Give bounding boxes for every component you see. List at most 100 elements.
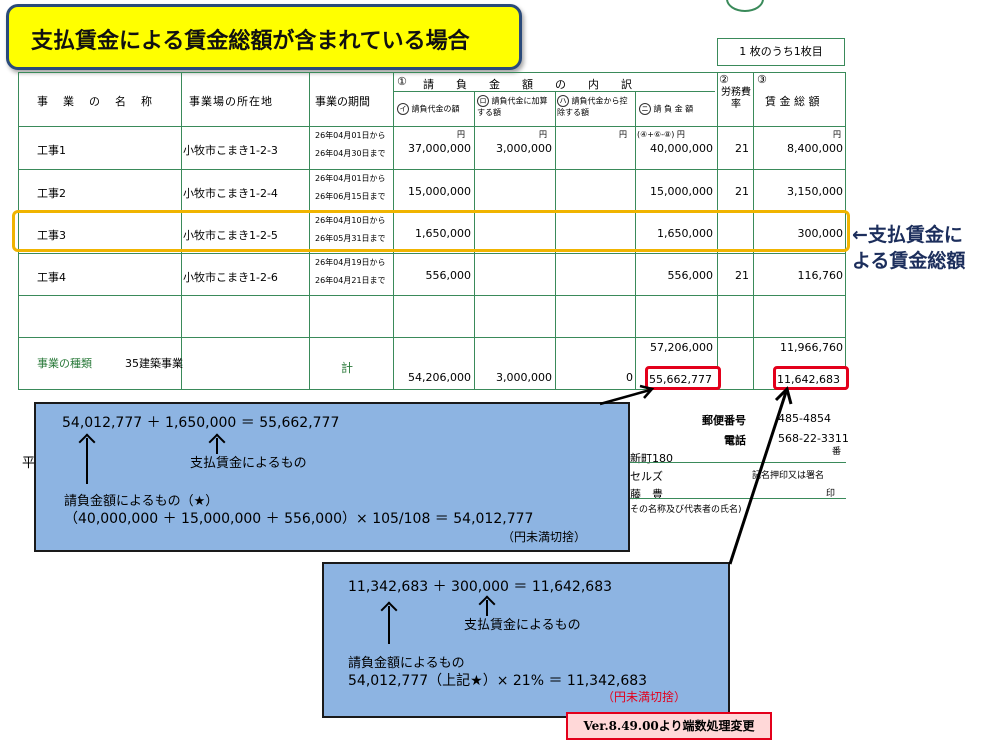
row-added: 3,000,000 bbox=[496, 142, 552, 155]
yen-mark: 円 bbox=[539, 130, 547, 139]
arrow-up-icon bbox=[216, 438, 218, 454]
callout2-rounding: （円未満切捨） bbox=[602, 690, 687, 704]
hei-fragment: 平 bbox=[22, 456, 36, 471]
side-annotation: ←支払賃金に よる賃金総額 bbox=[852, 222, 965, 274]
header-sub-ro: ロ 請負代金に加算する額 bbox=[477, 95, 548, 117]
representative-note: その名称及び代表者の氏名) bbox=[630, 505, 742, 515]
row-contract: 37,000,000 bbox=[408, 142, 471, 155]
connector-line bbox=[728, 391, 788, 565]
callout1-rounding: （円未満切捨） bbox=[502, 530, 587, 544]
seal-note: 記名押印又は署名 bbox=[752, 471, 825, 481]
callout1-contract-note: 請負金額によるもの（★） bbox=[64, 494, 219, 509]
row-amount: 1,650,000 bbox=[657, 227, 713, 240]
row-name: 工事1 bbox=[37, 144, 66, 157]
row-wages: 8,400,000 bbox=[787, 142, 843, 155]
row-amount: 40,000,000 bbox=[650, 142, 713, 155]
side-annotation-line2: よる賃金総額 bbox=[852, 250, 966, 272]
header-breakdown-number: ① bbox=[397, 75, 407, 88]
postal-label: 郵便番号 bbox=[702, 414, 746, 427]
grid-line bbox=[393, 73, 394, 389]
grid-line bbox=[19, 169, 845, 170]
header-sub-i: イ 請負代金の額 bbox=[397, 103, 460, 115]
row-wages: 116,760 bbox=[797, 269, 844, 282]
header-sub-ni: ニ 請 負 金 額 bbox=[639, 103, 693, 115]
sum-wages-highlight: 11,642,683 bbox=[773, 366, 849, 390]
version-note: Ver.8.49.00より端数処理変更 bbox=[566, 712, 772, 740]
sum-amount-top: 57,206,000 bbox=[650, 341, 713, 354]
wage-form-table: 事 業 の 名 称 事業場の所在地 事業の期間 ① 請 負 金 額 の 内 訳 … bbox=[18, 72, 846, 390]
grid-line bbox=[555, 91, 556, 389]
arrow-head-icon bbox=[639, 384, 655, 399]
row-period-to: 26年04月30日まで bbox=[315, 149, 386, 158]
grid-line bbox=[393, 91, 715, 92]
header-rate-number: ② bbox=[719, 73, 729, 86]
grid-line bbox=[474, 91, 475, 389]
callout1-calculation: （40,000,000 ＋ 15,000,000 ＋ 556,000）× 105… bbox=[64, 511, 534, 527]
sum-contract: 54,206,000 bbox=[408, 371, 471, 384]
callout2-equation: 11,342,683 ＋ 300,000 ＝ 11,642,683 bbox=[348, 579, 613, 595]
grid-line bbox=[635, 91, 636, 389]
row-period-from: 26年04月01日から bbox=[315, 174, 386, 183]
company-fragment: セルズ bbox=[630, 470, 663, 483]
callout2-paid-note: 支払賃金によるもの bbox=[464, 618, 581, 633]
arrow-head-icon bbox=[774, 386, 793, 405]
grid-line bbox=[181, 73, 182, 389]
grid-line bbox=[19, 126, 845, 127]
row-name: 工事2 bbox=[37, 187, 66, 200]
header-location: 事業場の所在地 bbox=[189, 95, 273, 108]
row-period-from: 26年04月19日から bbox=[315, 258, 386, 267]
divider bbox=[630, 498, 846, 499]
sum-wages-top: 11,966,760 bbox=[780, 341, 843, 354]
calculation-callout-amount: 54,012,777 ＋ 1,650,000 ＝ 55,662,777 支払賃金… bbox=[34, 402, 630, 552]
row-address: 小牧市こまき1-2-3 bbox=[183, 144, 278, 157]
title-banner: 支払賃金による賃金総額が含まれている場合 bbox=[6, 4, 522, 70]
callout2-contract-note: 請負金額によるもの bbox=[348, 656, 465, 671]
header-name: 事 業 の 名 称 bbox=[37, 95, 154, 108]
row-highlight-koji3 bbox=[12, 210, 850, 252]
grid-line bbox=[19, 295, 845, 296]
grid-line bbox=[19, 337, 845, 338]
total-label: 計 bbox=[341, 361, 354, 375]
header-period: 事業の期間 bbox=[315, 95, 370, 108]
sum-deducted: 0 bbox=[626, 371, 633, 384]
row-period-to: 26年06月15日まで bbox=[315, 192, 386, 201]
yen-mark: 円 bbox=[833, 130, 841, 139]
seal-mark: 印 bbox=[826, 489, 836, 499]
header-total-number: ③ bbox=[757, 73, 767, 86]
row-wages: 3,150,000 bbox=[787, 185, 843, 198]
row-wages: 300,000 bbox=[797, 227, 844, 240]
formula-mark: (④+⑥-⑧) 円 bbox=[637, 130, 685, 139]
side-annotation-line1: ←支払賃金に bbox=[852, 224, 963, 246]
row-address: 小牧市こまき1-2-5 bbox=[183, 229, 278, 242]
header-breakdown: 請 負 金 額 の 内 訳 bbox=[423, 78, 632, 91]
callout1-equation: 54,012,777 ＋ 1,650,000 ＝ 55,662,777 bbox=[62, 415, 340, 431]
row-address: 小牧市こまき1-2-4 bbox=[183, 187, 278, 200]
row-rate: 21 bbox=[735, 185, 749, 198]
address-fragment: 新町180 bbox=[630, 452, 673, 465]
person-fragment: 藤 豊 bbox=[630, 488, 663, 501]
grid-line bbox=[309, 73, 310, 389]
row-amount: 15,000,000 bbox=[650, 185, 713, 198]
arrow-up-icon bbox=[388, 606, 390, 644]
row-period-to: 26年05月31日まで bbox=[315, 234, 386, 243]
row-rate: 21 bbox=[735, 269, 749, 282]
row-contract: 15,000,000 bbox=[408, 185, 471, 198]
ban-mark: 番 bbox=[832, 447, 842, 457]
phone-label: 電話 bbox=[724, 434, 746, 447]
callout2-calculation: 54,012,777（上記★）× 21% ＝ 11,342,683 bbox=[348, 673, 648, 689]
row-contract: 1,650,000 bbox=[415, 227, 471, 240]
grid-line bbox=[753, 73, 754, 389]
postal-value: 485-4854 bbox=[778, 412, 831, 425]
yen-mark: 円 bbox=[457, 130, 465, 139]
row-name: 工事4 bbox=[37, 271, 66, 284]
sum-amount-highlight: 55,662,777 bbox=[645, 366, 721, 390]
grid-line bbox=[19, 253, 845, 254]
header-rate: 労務費率 bbox=[721, 87, 751, 110]
row-address: 小牧市こまき1-2-6 bbox=[183, 271, 278, 284]
row-amount: 556,000 bbox=[667, 269, 714, 282]
business-type-value: 35建築事業 bbox=[125, 357, 183, 370]
row-contract: 556,000 bbox=[425, 269, 472, 282]
page-indicator: 1 枚のうち1枚目 bbox=[717, 38, 845, 66]
row-rate: 21 bbox=[735, 142, 749, 155]
